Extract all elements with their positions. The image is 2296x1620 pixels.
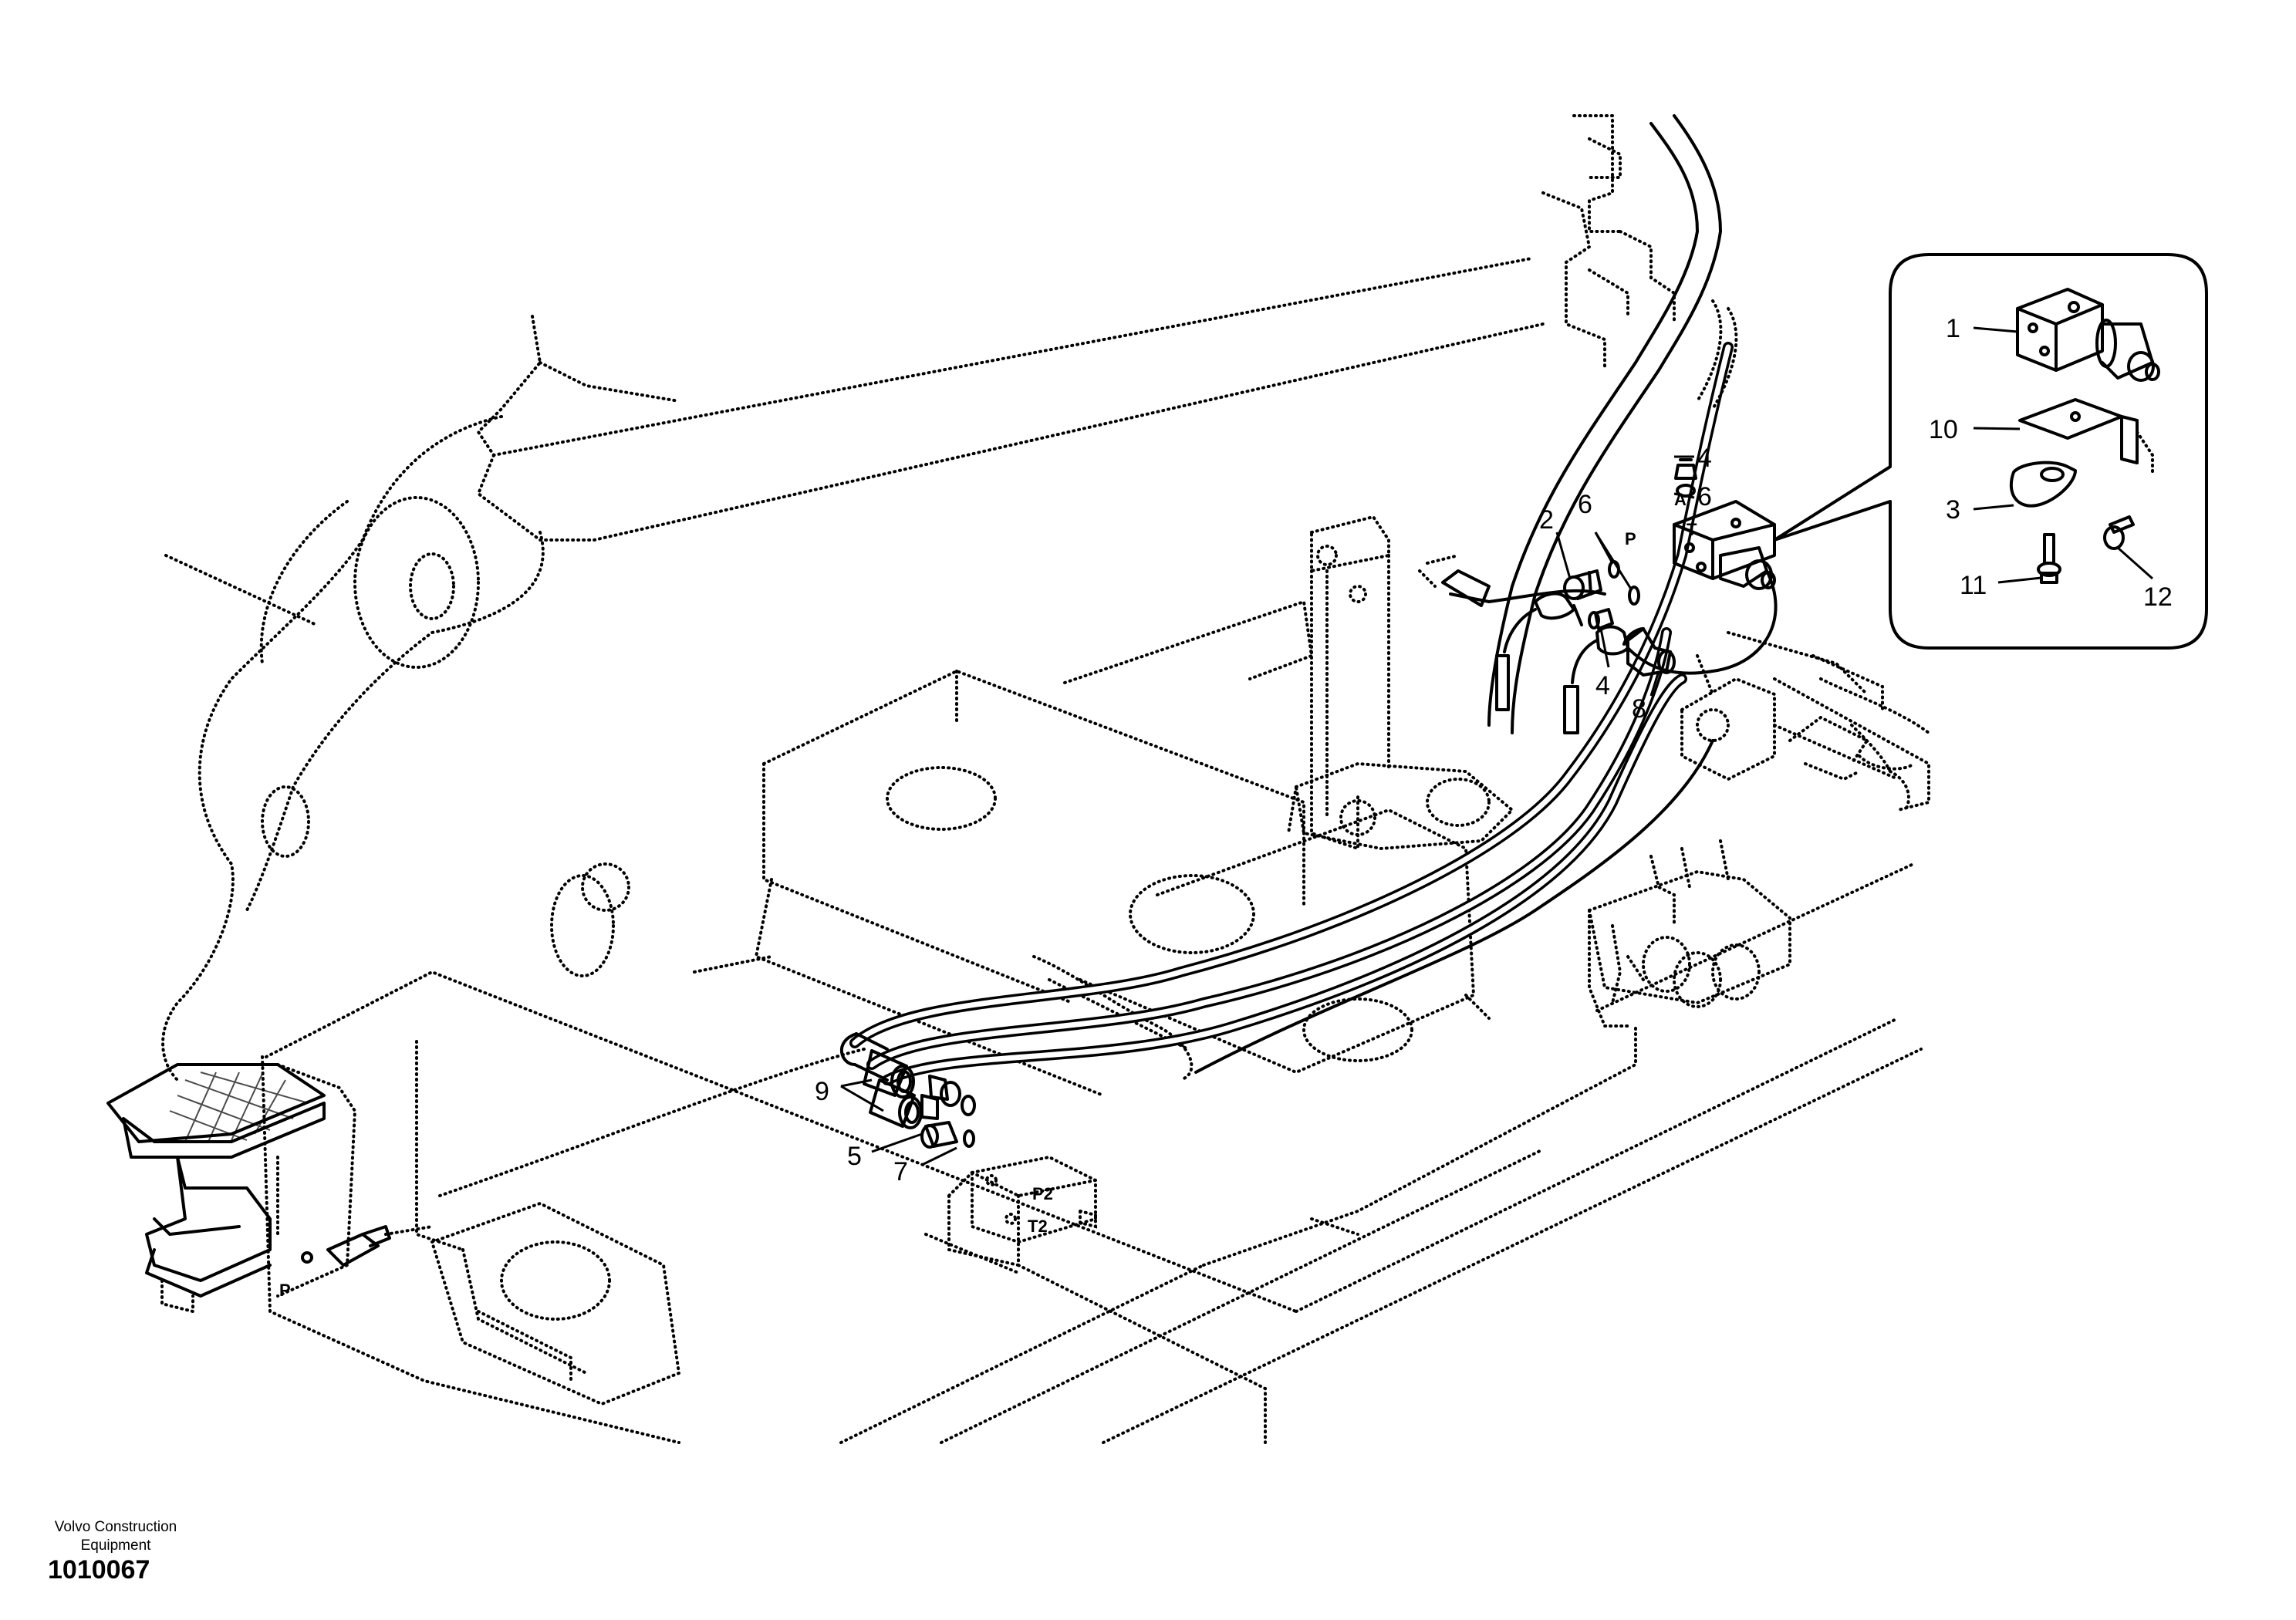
port-label-p2: P2	[1032, 1184, 1053, 1203]
callout-6-right: 6	[1697, 482, 1712, 511]
callout-7: 7	[893, 1157, 908, 1186]
port-label-a: A	[1674, 490, 1687, 509]
upper-hose-ends	[1495, 592, 1629, 734]
lower-hose-ends	[840, 1032, 976, 1149]
callout-1: 1	[1946, 314, 1960, 343]
callout-6-left: 6	[1578, 490, 1592, 519]
part-2-fitting	[1563, 569, 1602, 600]
p2-t2-block: P2 T2	[947, 1155, 1097, 1267]
port-label-t: T	[1687, 520, 1697, 539]
document-number: 1010067	[48, 1555, 150, 1585]
publisher-label: Volvo Construction Equipment	[54, 1519, 177, 1554]
travel-pedal: P	[106, 1063, 434, 1314]
lower-right-control-valve	[1587, 839, 1791, 1028]
detail-inset: 1 10 3 11 12	[1773, 253, 2208, 650]
callout-labels: 2 6 4 6 4 8 9 5 7	[815, 444, 1712, 1186]
callout-5: 5	[847, 1142, 862, 1171]
center-valve-block	[1287, 515, 1514, 851]
leader-lines	[840, 455, 1695, 1166]
callout-9: 9	[815, 1077, 829, 1106]
callout-10: 10	[1929, 415, 1958, 444]
right-pipe-assembly	[1680, 631, 1930, 812]
callout-12: 12	[2143, 582, 2173, 612]
port-label-p-pedal: P	[279, 1281, 291, 1300]
callout-4-top: 4	[1697, 444, 1712, 473]
machine-frame	[161, 257, 1923, 1444]
callout-2: 2	[1539, 505, 1554, 535]
port-label-t2: T2	[1028, 1217, 1048, 1236]
callout-4-bottom: 4	[1595, 671, 1610, 700]
vertical-pipes	[1487, 114, 1738, 734]
part-8-elbow	[1622, 627, 1676, 677]
callout-11: 11	[1960, 571, 1987, 600]
orings-and-plugs	[1572, 458, 1697, 630]
callout-8: 8	[1632, 694, 1646, 724]
callout-3: 3	[1946, 495, 1960, 525]
port-label-p: P	[1625, 529, 1636, 548]
pressure-switch: A P T	[1418, 490, 1778, 675]
pilot-hoses	[438, 342, 1734, 1197]
